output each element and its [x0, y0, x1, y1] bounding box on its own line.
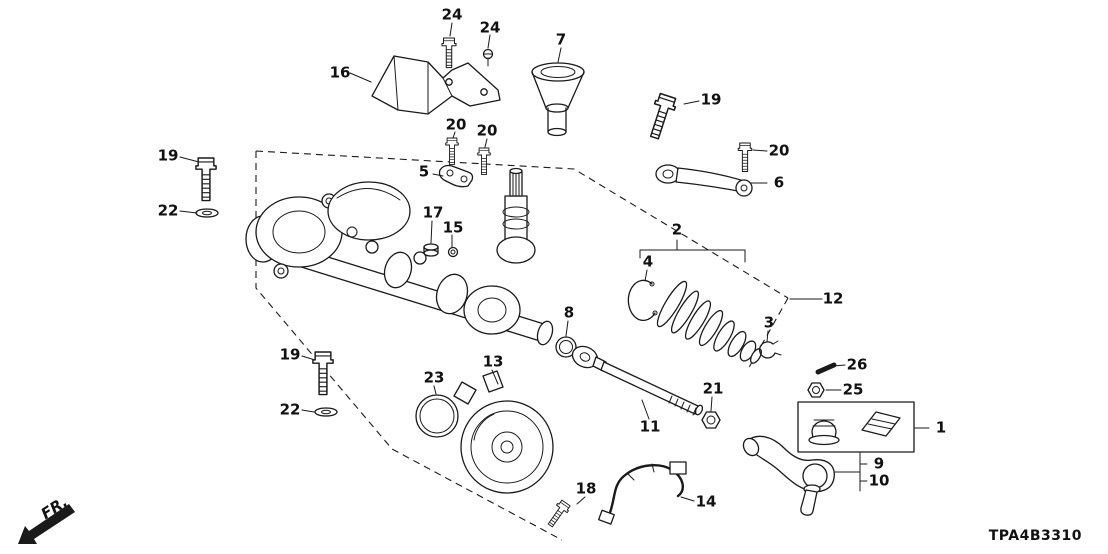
- callout-19-c[interactable]: 19: [279, 345, 301, 364]
- bolt-20-center-b: [477, 147, 491, 176]
- callout-4[interactable]: 4: [642, 252, 654, 271]
- callout-16[interactable]: 16: [329, 63, 351, 82]
- callout-15[interactable]: 15: [442, 218, 464, 237]
- motor-assembly: [453, 370, 554, 494]
- callout-3[interactable]: 3: [763, 313, 775, 332]
- part-set-box: [797, 401, 915, 453]
- washer-22-left: [195, 208, 219, 218]
- gear-box-assembly: [245, 167, 554, 346]
- o-ring-8: [555, 336, 577, 358]
- callout-18[interactable]: 18: [575, 479, 597, 498]
- boot-clip-3: [758, 340, 782, 359]
- leader-lines: [179, 22, 930, 505]
- pin-26: [815, 362, 837, 375]
- bolt-24-a: [441, 37, 457, 69]
- callout-13[interactable]: 13: [482, 352, 504, 371]
- callout-22-b[interactable]: 22: [279, 400, 301, 419]
- callout-26[interactable]: 26: [846, 355, 868, 374]
- callout-25[interactable]: 25: [842, 380, 864, 399]
- fr-direction-arrow: FR.: [18, 493, 75, 544]
- callout-10[interactable]: 10: [868, 471, 890, 490]
- bolt-18: [544, 498, 572, 530]
- bolt-19-top-right: [643, 92, 679, 142]
- stiffener-bracket: [655, 164, 753, 197]
- heat-shield: [371, 55, 501, 115]
- callout-1[interactable]: 1: [935, 418, 947, 437]
- o-ring-23: [415, 394, 459, 438]
- bolt-20-center-a: [445, 137, 459, 166]
- nut-21: [701, 411, 721, 429]
- circlip-4: [627, 279, 658, 321]
- callout-7[interactable]: 7: [555, 30, 567, 49]
- callout-11[interactable]: 11: [639, 417, 661, 436]
- washer-22-lower-left: [314, 407, 338, 417]
- callout-20-c[interactable]: 20: [768, 141, 790, 160]
- callout-2[interactable]: 2: [671, 220, 683, 239]
- funnel-cover: [531, 62, 585, 137]
- rack-end-boot: [656, 280, 763, 364]
- bolt-19-left: [195, 157, 217, 202]
- callout-23[interactable]: 23: [423, 368, 445, 387]
- callout-19-a[interactable]: 19: [700, 90, 722, 109]
- callout-24-b[interactable]: 24: [479, 18, 501, 37]
- bolt-19-lower-left: [312, 351, 334, 396]
- inner-tie-rod: [571, 345, 704, 416]
- callout-20-a[interactable]: 20: [445, 115, 467, 134]
- callout-14[interactable]: 14: [695, 492, 717, 511]
- callout-22-a[interactable]: 22: [157, 201, 179, 220]
- callout-17[interactable]: 17: [422, 203, 444, 222]
- callout-6[interactable]: 6: [773, 173, 785, 192]
- callout-24-a[interactable]: 24: [441, 5, 463, 24]
- wire-harness: [598, 461, 687, 525]
- bolt-20-right: [737, 142, 753, 172]
- callout-21[interactable]: 21: [702, 379, 724, 398]
- grommet-17: [423, 243, 439, 257]
- callout-20-b[interactable]: 20: [476, 121, 498, 140]
- tie-rod-end: [742, 435, 835, 516]
- bracket-5: [438, 164, 474, 188]
- washer-15: [447, 246, 459, 258]
- fr-label: FR.: [38, 493, 71, 523]
- callout-12[interactable]: 12: [822, 289, 844, 308]
- screw-24-b: [482, 48, 494, 67]
- callout-9[interactable]: 9: [873, 454, 885, 473]
- nut-25: [807, 382, 825, 398]
- callout-5[interactable]: 5: [418, 162, 430, 181]
- callout-19-b[interactable]: 19: [157, 146, 179, 165]
- diagram-code: TPA4B3310: [988, 528, 1082, 544]
- callout-8[interactable]: 8: [563, 303, 575, 322]
